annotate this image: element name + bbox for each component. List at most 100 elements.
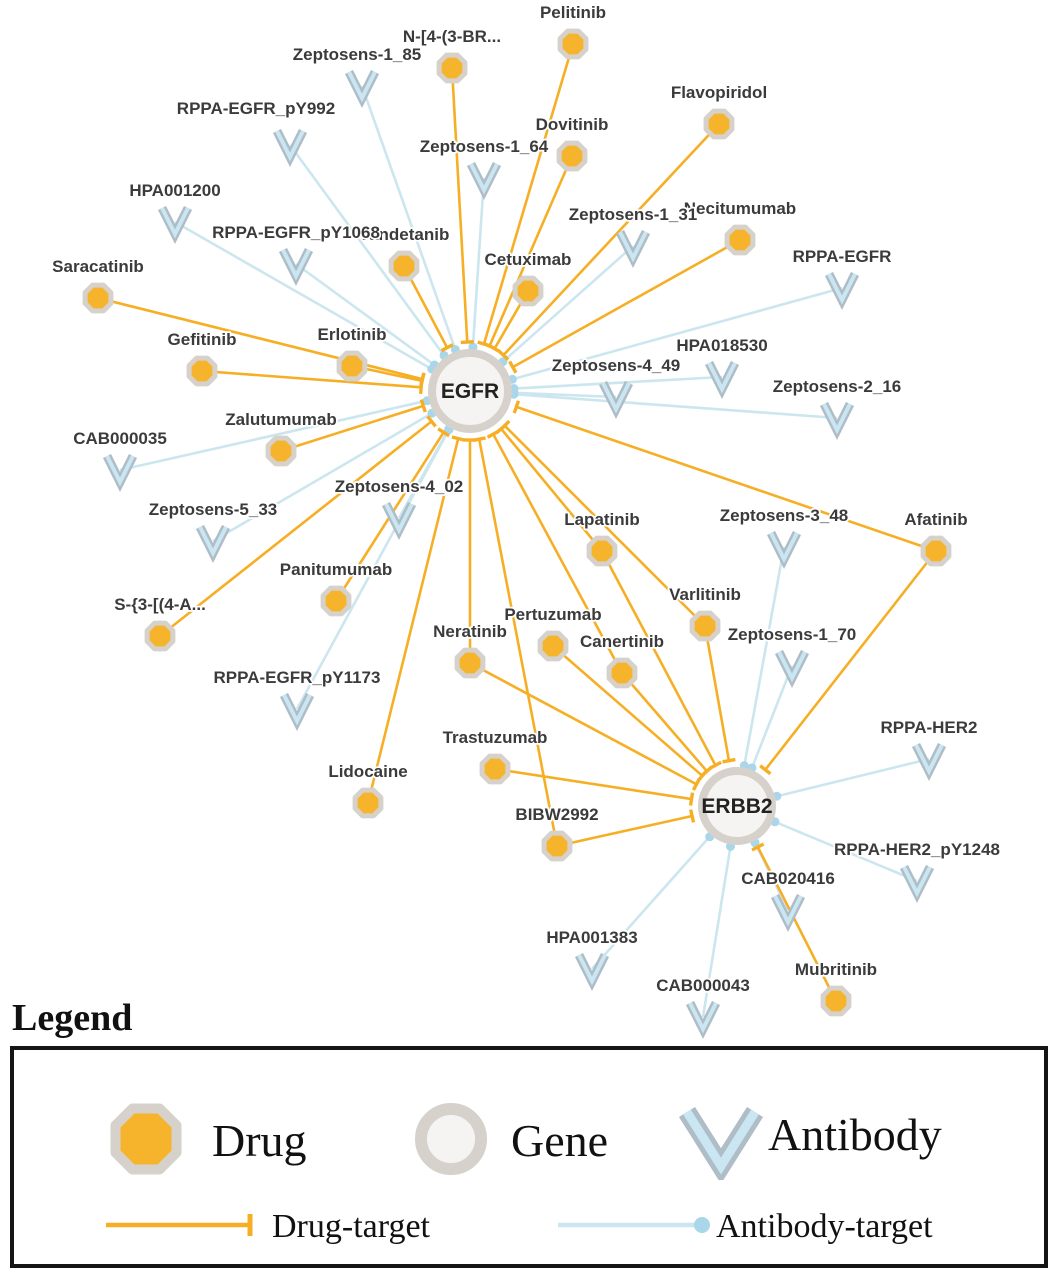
drug-node-canertinib[interactable] bbox=[606, 657, 638, 689]
antibody-node-inner-hpa018530 bbox=[707, 362, 737, 394]
drug-target-tee-lidocaine bbox=[451, 435, 465, 442]
node-label-cab000035: CAB000035 bbox=[73, 429, 167, 448]
antibody-node-inner-hpa001383 bbox=[577, 954, 607, 986]
drug-target-edge-necitumumab-egfr bbox=[512, 238, 741, 369]
node-label-rppa_egfr_py1068: RPPA-EGFR_pY1068 bbox=[212, 223, 380, 242]
node-label-zeptosens_4_02: Zeptosens-4_02 bbox=[335, 477, 464, 496]
antibody-node-inner-zeptosens_4_49 bbox=[601, 382, 631, 414]
node-label-canertinib: Canertinib bbox=[580, 632, 664, 651]
node-label-afatinib: Afatinib bbox=[904, 510, 967, 529]
drug-node-mubritinib[interactable] bbox=[820, 985, 852, 1017]
antibody-node-inner-hpa001200 bbox=[160, 207, 190, 239]
antibody-target-edge-zeptosens_1_85-egfr bbox=[360, 85, 457, 350]
drug-node-erlotinib[interactable] bbox=[336, 350, 368, 382]
drug-target-edge-pelitinib-egfr bbox=[482, 43, 575, 345]
drug-target-tee-panitumumab bbox=[437, 427, 451, 438]
antibody-target-edge-rppa_her2_py1248-erbb2 bbox=[774, 820, 918, 883]
drug-target-edge-canertinib-erbb2 bbox=[621, 672, 708, 773]
drug-node-lapatinib[interactable] bbox=[586, 535, 618, 567]
legend-antibody-target-label: Antibody-target bbox=[716, 1208, 933, 1245]
drug-node-afatinib[interactable] bbox=[920, 535, 952, 567]
node-label-zeptosens_5_33: Zeptosens-5_33 bbox=[149, 500, 278, 519]
drug-node-panitumumab[interactable] bbox=[320, 585, 352, 617]
drug-target-edge-canertinib-egfr bbox=[492, 433, 624, 674]
drug-node-vandetanib[interactable] bbox=[388, 250, 420, 282]
antibody-node-inner-cab000043 bbox=[688, 1002, 718, 1034]
node-label-bibw2992: BIBW2992 bbox=[515, 805, 598, 824]
drug-target-tee-n_4_3_br bbox=[460, 340, 474, 345]
drug-node-pertuzumab[interactable] bbox=[537, 630, 569, 662]
gene-node-erbb2[interactable] bbox=[698, 767, 776, 845]
drug-node-bibw2992[interactable] bbox=[541, 830, 573, 862]
drug-node-dovitinib[interactable] bbox=[556, 140, 588, 172]
drug-node-cetuximab[interactable] bbox=[512, 275, 544, 307]
antibody-target-edge-zeptosens_1_64-egfr bbox=[471, 177, 486, 348]
node-label-gefitinib: Gefitinib bbox=[168, 330, 237, 349]
drug-target-edge-zalutumumab-egfr bbox=[280, 404, 424, 453]
drug-node-zalutumumab[interactable] bbox=[265, 435, 297, 467]
node-label-zeptosens_4_49: Zeptosens-4_49 bbox=[552, 356, 681, 375]
drug-target-edge-saracatinib-egfr bbox=[97, 296, 423, 381]
antibody-target-edge-zeptosens_1_70-erbb2 bbox=[750, 665, 794, 769]
legend-antibody-icon bbox=[678, 1106, 764, 1180]
node-label-pertuzumab: Pertuzumab bbox=[504, 605, 601, 624]
node-label-hpa018530: HPA018530 bbox=[676, 336, 767, 355]
legend-gene-label: Gene bbox=[511, 1115, 609, 1166]
node-label-zeptosens_1_31: Zeptosens-1_31 bbox=[569, 205, 698, 224]
antibody-target-edge-zeptosens_1_31-egfr bbox=[502, 245, 634, 363]
node-label-s_3_4_a: S-{3-[(4-A... bbox=[114, 595, 206, 614]
gene-node-egfr[interactable] bbox=[428, 349, 512, 433]
node-label-hpa001200: HPA001200 bbox=[129, 181, 220, 200]
antibody-target-edge-zeptosens_2_16-egfr bbox=[513, 392, 838, 420]
drug-target-tee-bibw2992 bbox=[689, 809, 696, 823]
antibody-node-inner-zeptosens_3_48 bbox=[769, 532, 799, 564]
antibody-node-inner-zeptosens_1_70 bbox=[777, 651, 807, 683]
drug-target-tee-canertinib bbox=[486, 429, 500, 439]
drug-node-gefitinib[interactable] bbox=[186, 355, 218, 387]
node-label-pelitinib: Pelitinib bbox=[540, 3, 606, 22]
node-label-rppa_egfr: RPPA-EGFR bbox=[793, 247, 892, 266]
node-label-cetuximab: Cetuximab bbox=[485, 250, 572, 269]
drug-node-trastuzumab[interactable] bbox=[479, 753, 511, 785]
antibody-node-inner-rppa_her2 bbox=[914, 744, 944, 776]
drug-target-edge-afatinib-erbb2 bbox=[764, 550, 938, 771]
drug-node-n_4_3_br[interactable] bbox=[436, 52, 468, 84]
drug-target-edge-varlitinib-egfr bbox=[503, 424, 706, 627]
node-label-varlitinib: Varlitinib bbox=[669, 585, 741, 604]
drug-target-edge-afatinib-egfr bbox=[515, 405, 937, 553]
drug-node-varlitinib[interactable] bbox=[689, 610, 721, 642]
node-label-trastuzumab: Trastuzumab bbox=[443, 728, 548, 747]
drug-target-tee-afatinib bbox=[512, 400, 521, 414]
node-label-rppa_egfr_py992: RPPA-EGFR_pY992 bbox=[177, 99, 335, 118]
drug-node-necitumumab[interactable] bbox=[724, 224, 756, 256]
drug-target-tee-bibw2992 bbox=[472, 436, 486, 443]
antibody-node-inner-zeptosens_2_16 bbox=[822, 403, 852, 435]
drug-node-lidocaine[interactable] bbox=[352, 787, 384, 819]
drug-target-tee-trastuzumab bbox=[688, 792, 695, 806]
drug-target-edge-neratinib-erbb2 bbox=[469, 661, 698, 786]
antibody-target-edge-zeptosens_5_33-egfr bbox=[212, 412, 433, 543]
drug-target-edge-s_3_4_a-egfr bbox=[159, 420, 433, 638]
drug-node-neratinib[interactable] bbox=[454, 647, 486, 679]
legend-gene-icon bbox=[415, 1103, 487, 1175]
legend-title: Legend bbox=[12, 997, 133, 1039]
drug-target-tee-flavopiridol bbox=[497, 349, 510, 361]
antibody-node-inner-rppa_egfr_py1068 bbox=[281, 249, 311, 281]
drug-node-saracatinib[interactable] bbox=[82, 282, 114, 314]
antibody-target-edge-rppa_egfr-egfr bbox=[512, 286, 843, 381]
node-label-rppa_egfr_py1173: RPPA-EGFR_pY1173 bbox=[214, 668, 381, 687]
node-label-mubritinib: Mubritinib bbox=[795, 960, 877, 979]
antibody-target-edge-cab000043-erbb2 bbox=[701, 846, 732, 1018]
antibody-target-edge-rppa_egfr_py1068-egfr bbox=[295, 262, 436, 367]
drug-target-tee-erlotinib bbox=[419, 374, 426, 388]
antibody-node-inner-rppa_her2_py1248 bbox=[902, 866, 932, 898]
node-label-egfr: EGFR bbox=[441, 380, 499, 403]
drug-node-pelitinib[interactable] bbox=[557, 28, 589, 60]
drug-node-flavopiridol[interactable] bbox=[703, 108, 735, 140]
antibody-node-inner-zeptosens_4_02 bbox=[384, 503, 414, 535]
drug-node-s_3_4_a[interactable] bbox=[144, 620, 176, 652]
drug-target-tee-afatinib bbox=[759, 764, 772, 776]
drug-target-edge-lapatinib-egfr bbox=[500, 427, 604, 552]
